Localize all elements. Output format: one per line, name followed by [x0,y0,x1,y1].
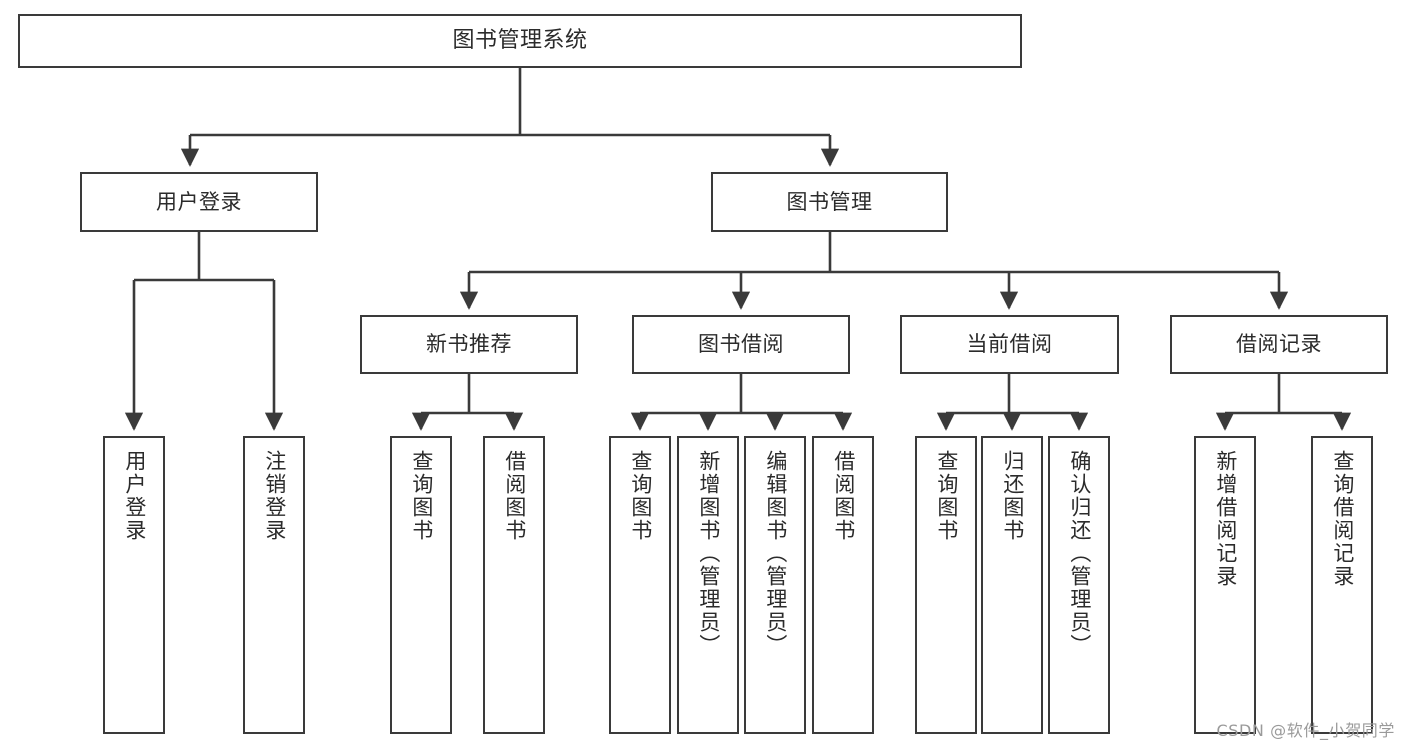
node-leaf-return-book[interactable]: 归还图书 [981,436,1043,734]
node-book-borrow[interactable]: 图书借阅 [632,315,850,374]
node-leaf-add-book[interactable]: 新增图书（管理员） [677,436,739,734]
node-borrow-record-label: 借阅记录 [1236,332,1322,357]
node-leaf-borrow-book-br[interactable]: 借阅图书 [812,436,874,734]
node-leaf-query-record[interactable]: 查询借阅记录 [1311,436,1373,734]
node-leaf-user-login-label: 用户登录 [122,450,147,542]
node-leaf-add-record-label: 新增借阅记录 [1213,450,1238,588]
node-leaf-edit-book-label: 编辑图书（管理员） [763,450,788,657]
csdn-watermark: CSDN @软件_小贺同学 [1216,721,1395,740]
node-book-manage-label: 图书管理 [786,189,873,214]
node-leaf-edit-book[interactable]: 编辑图书（管理员） [744,436,806,734]
node-leaf-query-book-rec[interactable]: 查询图书 [390,436,452,734]
node-leaf-confirm-return[interactable]: 确认归还（管理员） [1048,436,1110,734]
node-current-borrow[interactable]: 当前借阅 [900,315,1119,374]
node-leaf-borrow-book-br-label: 借阅图书 [831,450,856,542]
node-leaf-add-record[interactable]: 新增借阅记录 [1194,436,1256,734]
node-leaf-query-book-br-label: 查询图书 [628,450,653,542]
node-leaf-confirm-return-label: 确认归还（管理员） [1067,450,1092,657]
node-book-manage[interactable]: 图书管理 [711,172,948,232]
node-root-label: 图书管理系统 [452,28,588,54]
node-leaf-query-book-cb[interactable]: 查询图书 [915,436,977,734]
node-leaf-logout-label: 注销登录 [262,450,287,542]
node-leaf-logout[interactable]: 注销登录 [243,436,305,734]
node-root[interactable]: 图书管理系统 [18,14,1022,68]
node-leaf-query-record-label: 查询借阅记录 [1330,450,1355,588]
node-leaf-user-login[interactable]: 用户登录 [103,436,165,734]
node-new-book-recommend-label: 新书推荐 [426,332,512,357]
node-leaf-borrow-book-rec[interactable]: 借阅图书 [483,436,545,734]
node-current-borrow-label: 当前借阅 [966,332,1053,357]
node-leaf-borrow-book-rec-label: 借阅图书 [502,450,527,542]
node-leaf-query-book-br[interactable]: 查询图书 [609,436,671,734]
node-borrow-record[interactable]: 借阅记录 [1170,315,1388,374]
node-leaf-return-book-label: 归还图书 [1000,450,1025,542]
node-leaf-query-book-rec-label: 查询图书 [409,450,434,542]
node-user-login[interactable]: 用户登录 [80,172,318,232]
node-leaf-add-book-label: 新增图书（管理员） [696,450,721,657]
node-book-borrow-label: 图书借阅 [698,332,784,357]
node-leaf-query-book-cb-label: 查询图书 [934,450,959,542]
node-new-book-recommend[interactable]: 新书推荐 [360,315,578,374]
node-user-login-label: 用户登录 [156,189,242,214]
